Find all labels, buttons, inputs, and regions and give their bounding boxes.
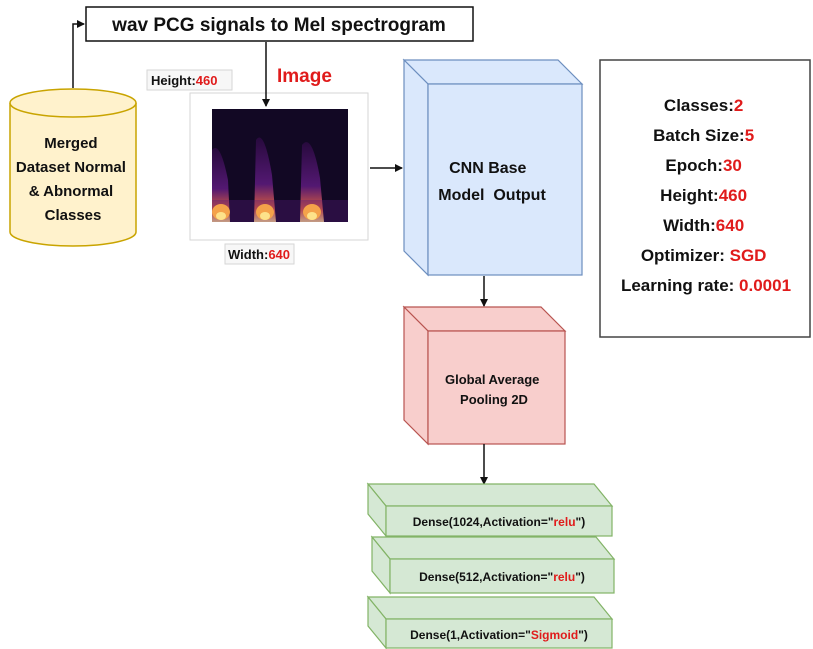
svg-text:Dense(1,Activation="Sigmoid"): Dense(1,Activation="Sigmoid") [410,628,588,642]
dense-3-activation: Sigmoid [531,628,578,642]
dense-layer-1: Dense(1024,Activation="relu") [366,482,614,538]
hyperparameters-box: Classes:2 Batch Size:5 Epoch:30 Height:4… [599,59,811,338]
width-tag-label: Width: [228,247,268,262]
svg-text:Merged Dataset Normal: Merged Dataset Normal & Abnormal Classes [16,135,130,224]
dataset-line-2: Dataset Normal [16,159,126,176]
param-classes: Classes:2 [664,96,743,115]
param-batch-size-label: Batch Size: [653,126,745,145]
dense-layer-3: Dense(1,Activation="Sigmoid") [366,595,614,649]
svg-text:CNN Base Model Output: CNN Base Model Output [438,160,546,204]
param-optimizer-value: SGD [730,246,767,265]
dataset-line-3: & Abnormal [29,183,113,200]
dense-1-activation: relu [554,515,576,529]
width-tag: Width:640 [224,243,295,265]
dense-2-prefix: Dense(512,Activation=" [419,570,553,584]
param-batch-size-value: 5 [745,126,754,145]
param-learning-rate-value: 0.0001 [739,276,791,295]
gap-line-2: Pooling 2D [460,392,528,407]
dense-2-activation: relu [553,570,575,584]
mel-spectrogram-image [212,109,348,222]
height-tag-label: Height: [151,73,196,88]
dense-2-suffix: ") [575,570,585,584]
image-panel [189,92,369,241]
param-batch-size: Batch Size:5 [653,126,754,145]
param-classes-value: 2 [734,96,743,115]
param-height: Height:460 [660,186,747,205]
cnn-line-1: CNN Base [449,160,526,177]
gap-line-1: Global Average [445,372,539,387]
param-epoch-label: Epoch: [665,156,723,175]
gap-block: Global Average Pooling 2D [402,305,567,446]
param-learning-rate: Learning rate: 0.0001 [621,276,791,295]
dense-layer-2: Dense(512,Activation="relu") [370,535,616,595]
dataset-line-4: Classes [45,207,102,224]
connector-dataset-to-title [72,20,85,88]
svg-text:Classes:2 Batch Size:5: Classes:2 Batch Size:5 Epoch:30 Height:4… [621,96,791,295]
param-height-label: Height: [660,186,719,205]
svg-text:Dense(512,Activation="relu"): Dense(512,Activation="relu") [419,570,585,584]
dense-1-suffix: ") [576,515,586,529]
diagram-title: wav PCG signals to Mel spectrogram [111,15,446,36]
svg-text:Dense(1024,Activation="relu"): Dense(1024,Activation="relu") [413,515,585,529]
title-box: wav PCG signals to Mel spectrogram [85,6,474,42]
param-epoch-value: 30 [723,156,742,175]
dataset-line-1: Merged [44,135,97,152]
svg-text:Height:460: Height:460 [151,73,217,88]
param-width-label: Width: [663,216,716,235]
param-height-value: 460 [719,186,747,205]
height-tag-value: 460 [196,73,218,88]
param-epoch: Epoch:30 [665,156,742,175]
height-tag: Height:460 [146,69,233,91]
param-classes-label: Classes: [664,96,734,115]
cnn-block: CNN Base Model Output [402,58,584,277]
dense-1-prefix: Dense(1024,Activation=" [413,515,554,529]
dataset-cylinder: Merged Dataset Normal & Abnormal Classes [9,88,137,247]
param-optimizer-label: Optimizer: [641,246,730,265]
param-optimizer: Optimizer: SGD [641,246,767,265]
dense-3-suffix: ") [578,628,588,642]
image-label: Image [277,66,332,87]
svg-text:Global Average Pooling 2: Global Average Pooling 2D [445,372,543,407]
param-width-value: 640 [716,216,744,235]
param-learning-rate-label: Learning rate: [621,276,739,295]
param-width: Width:640 [663,216,744,235]
dense-3-prefix: Dense(1,Activation=" [410,628,531,642]
width-tag-value: 640 [268,247,290,262]
cnn-line-2: Model Output [438,187,546,204]
svg-text:Width:640: Width:640 [228,247,290,262]
